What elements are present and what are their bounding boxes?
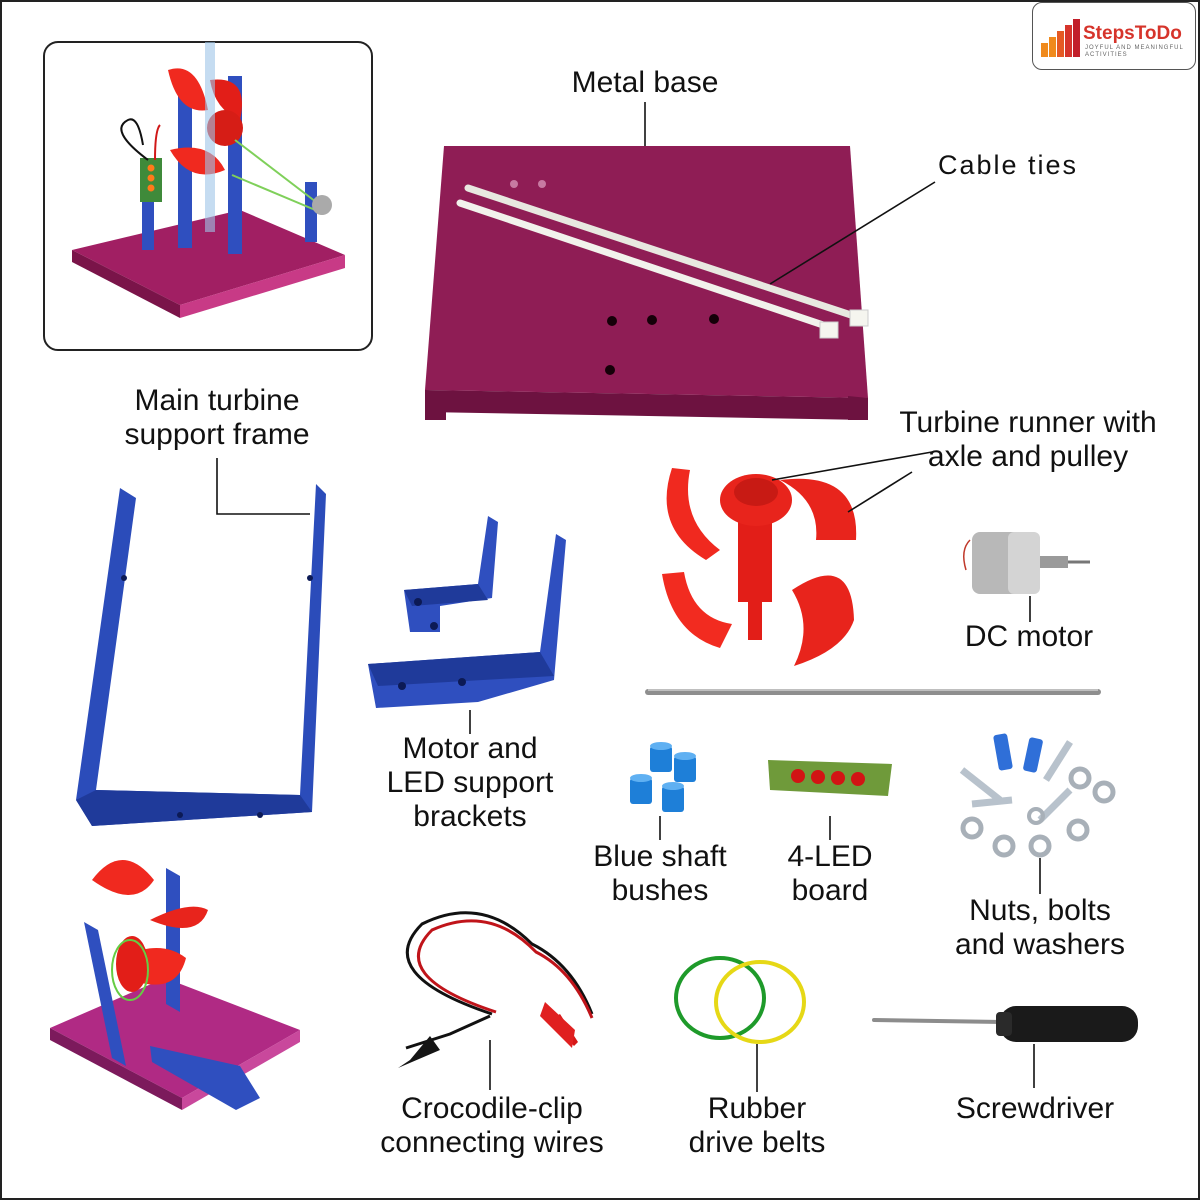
crocodile-clip-wires-photo [398,911,594,1068]
nuts-bolts-washers-photo [959,733,1116,858]
label-metal-base: Metal base [571,66,719,99]
four-led-board-photo [768,760,892,796]
leader-cable-ties [769,181,936,285]
label-cable-ties: Cable ties [937,150,1079,180]
label-blue-shaft-bushes: Blue shaft bushes [593,840,727,907]
brand-logo: StepsToDo JOYFUL AND MEANINGFUL ACTIVITI… [1032,2,1196,70]
label-dc-motor: DC motor [964,620,1094,653]
leader-main-frame [216,458,310,515]
label-crocodile-clip-wires: Crocodile-clip connecting wires [380,1092,604,1159]
screwdriver-photo [872,1006,1138,1042]
label-turbine-runner: Turbine runner with axle and pulley [899,406,1157,473]
dc-motor-photo [963,532,1090,594]
metal-base-photo [425,146,868,420]
logo-steps-icon [1041,19,1080,57]
brand-tagline: JOYFUL AND MEANINGFUL ACTIVITIES [1085,45,1184,58]
label-rubber-drive-belts: Rubber drive belts [688,1092,826,1159]
leader-runner-2 [847,471,913,513]
main-turbine-support-frame-photo [76,484,326,826]
assembled-model-photo [50,860,300,1110]
label-four-led-board: 4-LED board [787,840,873,907]
assembled-model-inset-photo [43,41,373,351]
motor-and-led-support-brackets-photo [368,516,566,708]
brand-name: StepsToDo [1083,23,1182,44]
rubber-drive-belts-photo [674,956,806,1044]
leader-runner-1 [771,451,933,481]
leader-lines [216,102,1041,1092]
label-nuts-bolts-washers: Nuts, bolts and washers [954,894,1126,961]
label-screwdriver: Screwdriver [955,1092,1115,1125]
turbine-runner-photo [662,468,857,666]
cable-ties-photo [456,184,869,339]
label-main-turbine-support-frame: Main turbine support frame [124,384,310,451]
blue-shaft-bushes-photo [630,742,696,812]
label-motor-led-brackets: Motor and LED support brackets [386,732,554,833]
